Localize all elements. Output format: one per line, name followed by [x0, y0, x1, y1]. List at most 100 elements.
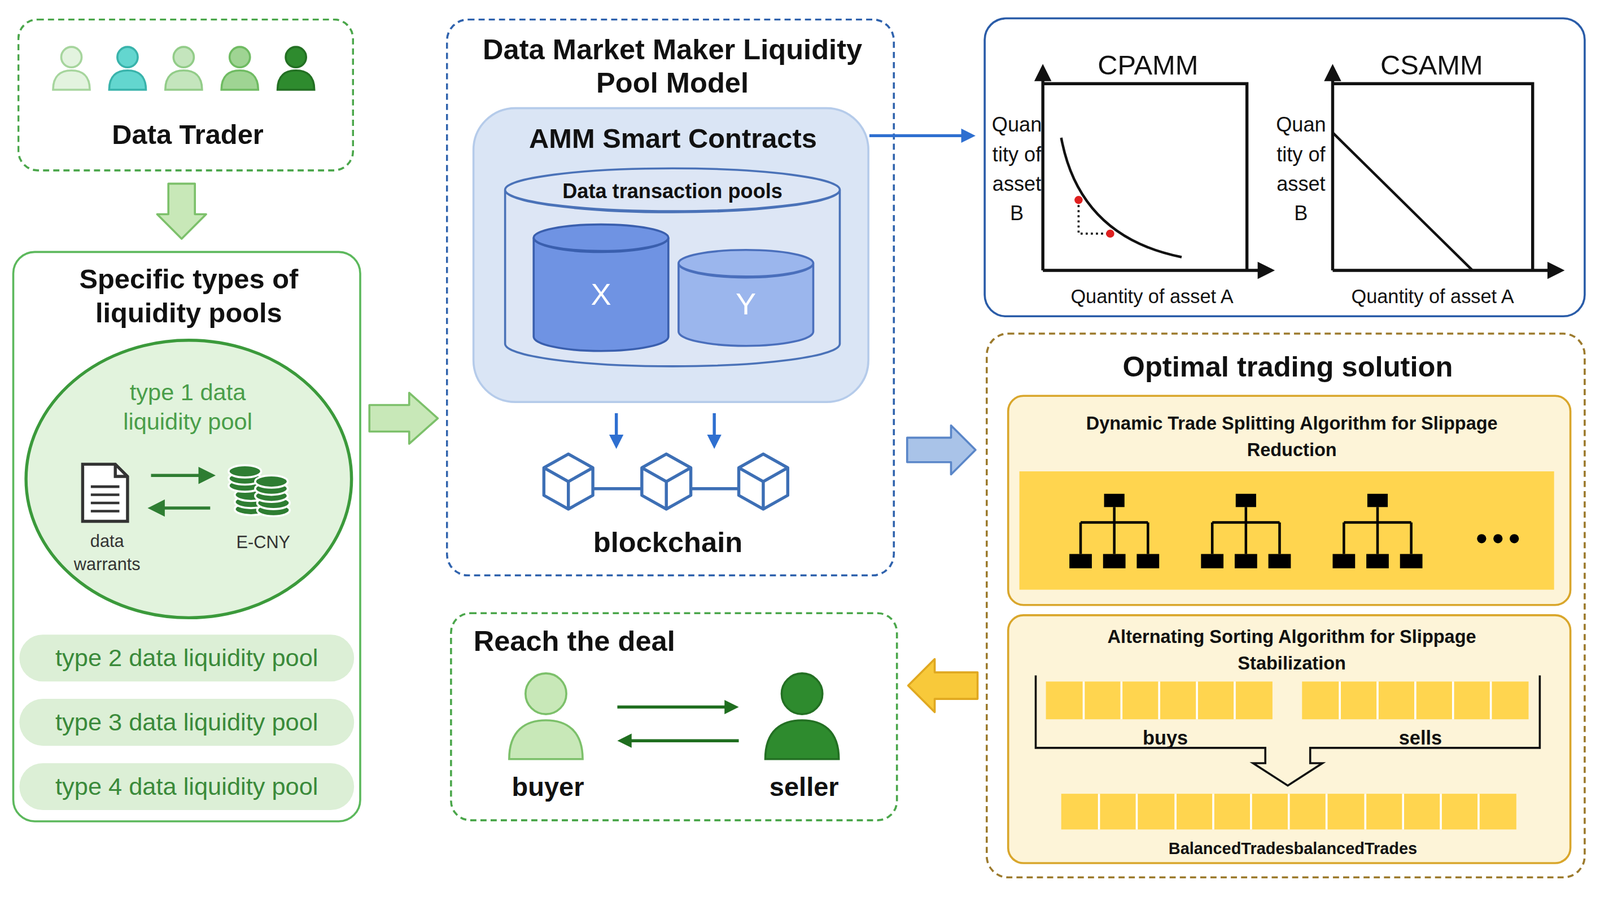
sort-panel — [1035, 675, 1541, 830]
arrow-connector — [869, 128, 976, 143]
node-label: Reach the deal — [473, 623, 780, 659]
trader-icons — [53, 46, 315, 90]
coin-icon — [228, 479, 262, 492]
csamm-chart — [1326, 67, 1562, 277]
person-icon — [60, 46, 82, 68]
arrow-connector — [617, 700, 739, 715]
cpamm-chart — [1036, 67, 1272, 277]
exchange-arrows — [199, 469, 213, 482]
algorithm-box: Alternating Sorting Algorithm for Slippa… — [1007, 614, 1572, 865]
node-label: Dynamic Trade Splitting Algorithm for Sl… — [1041, 410, 1542, 464]
csamm-chart — [1332, 83, 1533, 271]
person-icon — [165, 46, 203, 90]
coin-icon — [255, 482, 288, 496]
icon-node: seller — [753, 675, 856, 803]
exchange-arrows — [161, 506, 211, 510]
node-sublabel: Quan tity of asset B — [1271, 110, 1331, 229]
block-cube — [641, 453, 692, 510]
group-box: Specific types of liquidity poolstype 1 … — [12, 251, 362, 823]
node-label: Data transaction pools — [504, 178, 841, 204]
pool-pill: type 3 data liquidity pool — [19, 698, 354, 746]
circle-outline — [25, 340, 352, 619]
block-cube — [739, 453, 789, 510]
node-label: Data Trader — [19, 118, 356, 153]
tree-icon — [1212, 506, 1280, 554]
block-cube — [641, 453, 692, 510]
coin-icon — [256, 496, 290, 510]
arrow-head — [617, 733, 632, 749]
person-icon — [277, 46, 315, 90]
coin-icon — [228, 472, 262, 485]
sort-panel — [1046, 681, 1273, 720]
node-sublabel: E-CNY — [212, 531, 315, 554]
tree-icon — [1103, 553, 1126, 568]
asset-cylinder: Y — [677, 248, 815, 347]
person-icon — [509, 673, 583, 760]
tree-icon — [1367, 494, 1388, 507]
node-sublabel: Quan tity of asset B — [988, 110, 1047, 229]
connector-line — [712, 413, 716, 437]
document-icon — [82, 464, 128, 522]
arrow-connector — [707, 413, 722, 449]
person-icon — [781, 673, 823, 715]
node-label: CSAMM — [1344, 49, 1519, 84]
split-panel — [1019, 471, 1555, 590]
tree-icon — [1343, 506, 1411, 554]
dashed-group-box: Data Market Maker Liquidity Pool ModelAM… — [446, 18, 895, 577]
block-arrow — [156, 183, 207, 239]
connector-line — [617, 705, 727, 709]
person-icon — [765, 720, 839, 760]
pool-pill: type 2 data liquidity pool — [19, 634, 354, 682]
tree-icon — [1268, 553, 1292, 568]
arrow-head — [961, 128, 976, 143]
dashed-group-box: Optimal trading solutionDynamic Trade Sp… — [985, 332, 1586, 879]
cylinder-top — [678, 250, 814, 277]
sort-panel — [1301, 681, 1529, 720]
dashed-group-box: Data Trader — [17, 18, 354, 172]
pool-pill: type 4 data liquidity pool — [19, 763, 354, 811]
node-sublabel: Quantity of asset A — [1034, 284, 1270, 309]
node-sublabel: Quantity of asset A — [1315, 284, 1551, 309]
document-icon — [82, 464, 128, 522]
coin-icon — [228, 465, 290, 517]
node-sublabel: buys — [1114, 726, 1217, 751]
tree-icon — [1235, 494, 1257, 507]
icon-node: CSAMM Quan tity of asset B Quantity of ass… — [1271, 42, 1586, 319]
split-panel — [1476, 534, 1486, 544]
icon-node: buyer — [496, 675, 600, 803]
node-label: CPAMM — [1061, 49, 1235, 84]
split-panel — [1493, 534, 1503, 544]
icon-node: blockchain — [532, 451, 803, 566]
person-icon — [509, 720, 583, 760]
tree-icon — [1234, 553, 1258, 568]
tree-icon — [1080, 506, 1148, 554]
node-label: seller — [753, 770, 856, 804]
node-label: AMM Smart Contracts — [474, 122, 872, 157]
split-panel — [1509, 534, 1519, 544]
exchange-arrows — [150, 474, 202, 478]
deal-icons — [509, 673, 839, 760]
blockchain-icon — [592, 487, 739, 491]
tree-icon — [1104, 494, 1125, 507]
connector-line — [614, 413, 618, 437]
document-icon — [115, 464, 128, 477]
node-label: type 3 data liquidity pool — [19, 707, 354, 738]
tree-icon — [1366, 553, 1389, 568]
block-cube — [543, 453, 593, 510]
blockchain-icon — [543, 453, 788, 510]
coin-icon — [234, 503, 268, 516]
sort-panel — [1035, 675, 1541, 786]
connector-line — [629, 739, 739, 742]
exchange-arrows — [150, 469, 212, 515]
node-sublabel: sells — [1369, 726, 1472, 751]
block-cube — [543, 453, 593, 510]
person-icon — [53, 46, 90, 90]
person-icon — [277, 70, 315, 90]
coin-icon — [234, 488, 268, 502]
csamm-chart — [1326, 67, 1562, 277]
exchange-arrows — [150, 501, 164, 515]
person-icon — [765, 673, 839, 760]
tree-icon — [1200, 494, 1291, 569]
